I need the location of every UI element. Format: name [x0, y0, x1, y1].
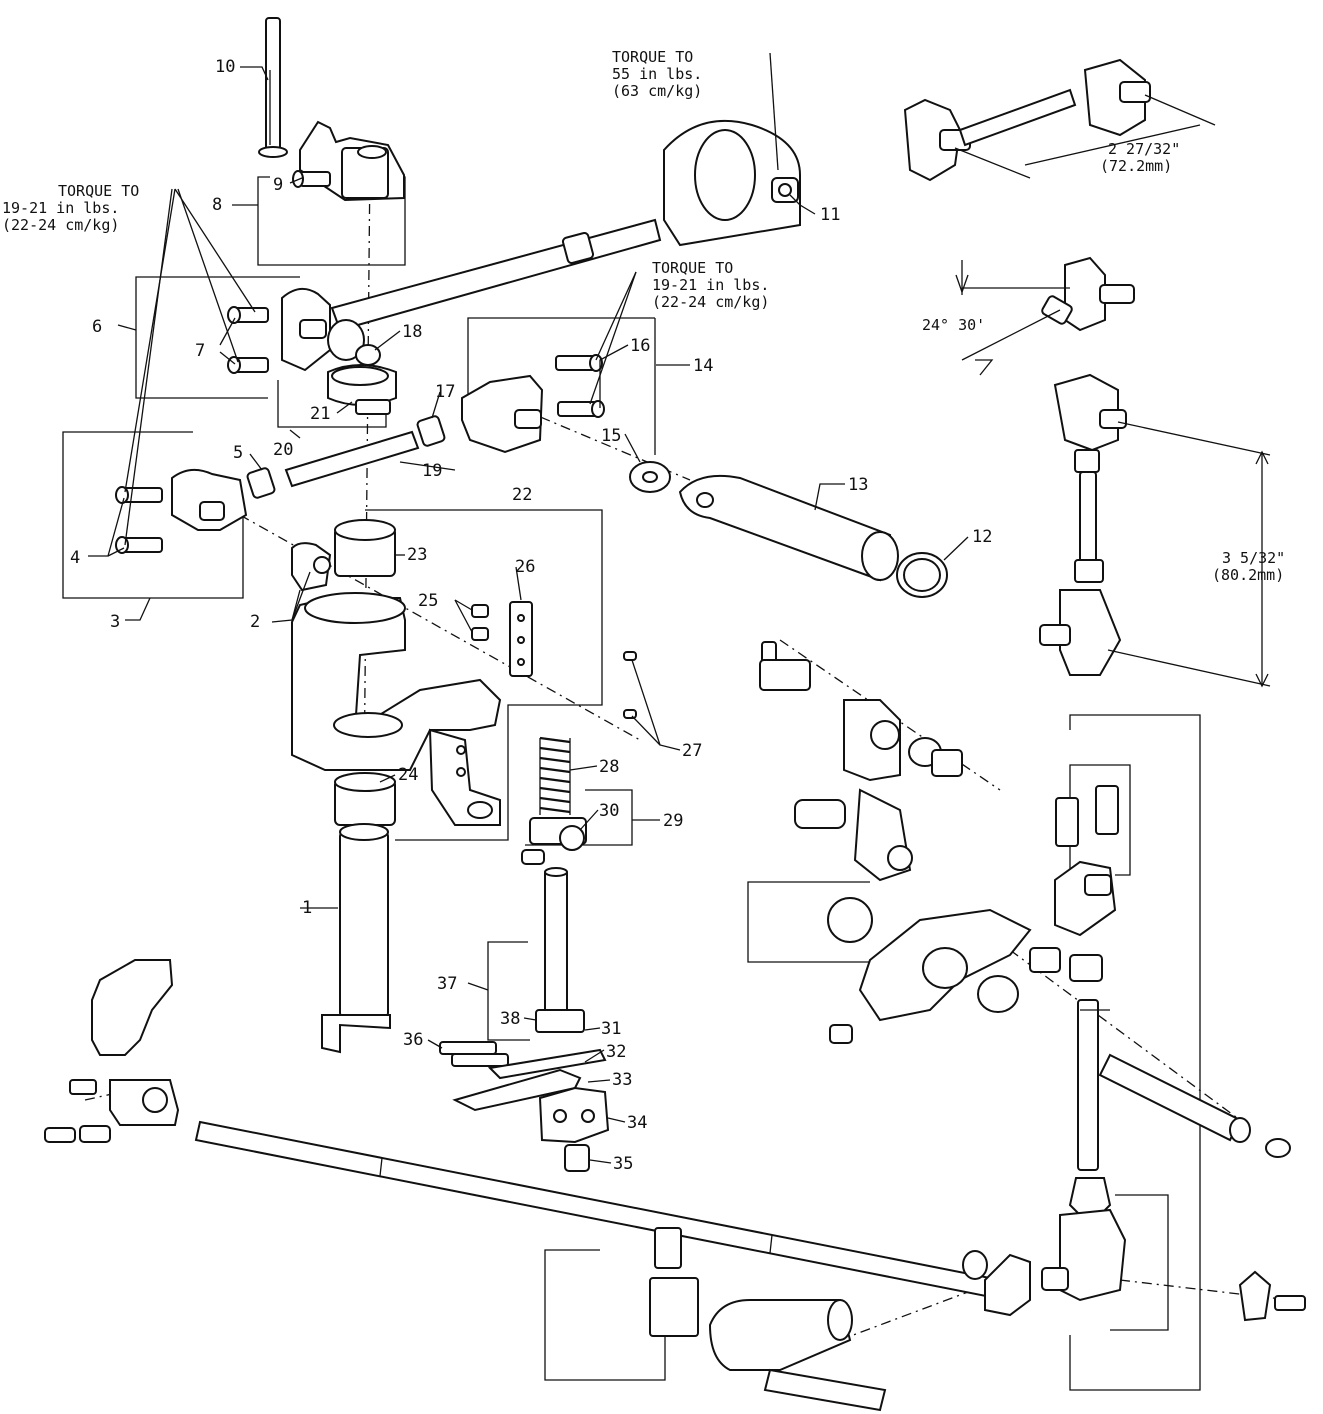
part-shapes — [44, 17, 1306, 1412]
torque-note-left-line-3: (22-24 cm/kg) — [2, 216, 119, 234]
label-part-26: 26 — [515, 557, 535, 577]
dim-side-metric: (80.2mm) — [1212, 566, 1284, 584]
torque-note-mid-line-1: TORQUE TO — [652, 259, 733, 277]
torque-note-mid-line-2: 19-21 in lbs. — [652, 276, 769, 294]
label-part-17: 17 — [435, 382, 455, 402]
label-part-8: 8 — [212, 195, 222, 215]
label-part-10: 10 — [215, 57, 235, 77]
label-part-27: 27 — [682, 741, 702, 761]
spring-28 — [539, 736, 571, 815]
label-part-12: 12 — [972, 527, 992, 547]
label-part-15: 15 — [601, 426, 621, 446]
label-part-35: 35 — [613, 1154, 633, 1174]
torque-note-55-line-1: TORQUE TO — [612, 48, 693, 66]
label-part-33: 33 — [612, 1070, 632, 1090]
callout-boxes — [62, 176, 1201, 1391]
label-part-2: 2 — [250, 612, 260, 632]
label-part-34: 34 — [627, 1113, 647, 1133]
label-part-5: 5 — [233, 443, 243, 463]
torque-note-left: TORQUE TO 19-21 in lbs. (22-24 cm/kg) — [2, 182, 139, 234]
label-part-37: 37 — [437, 974, 457, 994]
torque-note-55-line-2: 55 in lbs. — [612, 65, 702, 83]
label-part-9: 9 — [273, 175, 283, 195]
label-part-25: 25 — [418, 591, 438, 611]
angle-label: 24° 30' — [922, 316, 985, 334]
label-part-6: 6 — [92, 317, 102, 337]
dim-side-value: 3 5/32" — [1222, 549, 1285, 567]
label-part-11: 11 — [820, 205, 840, 225]
label-part-24: 24 — [398, 765, 418, 785]
label-part-23: 23 — [407, 545, 427, 565]
label-part-20: 20 — [273, 440, 293, 460]
label-part-1: 1 — [302, 898, 312, 918]
dim-top-metric: (72.2mm) — [1100, 157, 1172, 175]
part-labels: 1 2 3 4 5 6 7 8 9 10 11 12 13 14 15 16 1… — [70, 57, 992, 1174]
label-part-29: 29 — [663, 811, 683, 831]
label-part-7: 7 — [195, 341, 205, 361]
label-part-36: 36 — [403, 1030, 423, 1050]
label-part-38: 38 — [500, 1009, 520, 1029]
label-part-4: 4 — [70, 548, 80, 568]
torque-note-mid-line-3: (22-24 cm/kg) — [652, 293, 769, 311]
label-part-13: 13 — [848, 475, 868, 495]
leader-lines — [88, 52, 1110, 1164]
torque-note-55-line-3: (63 cm/kg) — [612, 82, 702, 100]
label-part-16: 16 — [630, 336, 650, 356]
label-part-21: 21 — [310, 404, 330, 424]
label-part-32: 32 — [606, 1042, 626, 1062]
label-part-3: 3 — [110, 612, 120, 632]
torque-note-left-line-2: 19-21 in lbs. — [2, 199, 119, 217]
dimension-lines — [954, 94, 1271, 688]
dim-top-value: 2 27/32" — [1108, 140, 1180, 158]
label-part-31: 31 — [601, 1019, 621, 1039]
torque-note-left-line-1: TORQUE TO — [58, 182, 139, 200]
torque-note-55: TORQUE TO 55 in lbs. (63 cm/kg) — [612, 48, 702, 100]
label-part-22: 22 — [512, 485, 532, 505]
label-part-30: 30 — [599, 801, 619, 821]
label-part-14: 14 — [693, 356, 713, 376]
label-part-28: 28 — [599, 757, 619, 777]
dimension-labels: 2 27/32" (72.2mm) 24° 30' 3 5/32" (80.2m… — [922, 140, 1285, 584]
label-part-19: 19 — [422, 461, 442, 481]
label-part-18: 18 — [402, 322, 422, 342]
torque-note-mid: TORQUE TO 19-21 in lbs. (22-24 cm/kg) — [652, 259, 769, 311]
